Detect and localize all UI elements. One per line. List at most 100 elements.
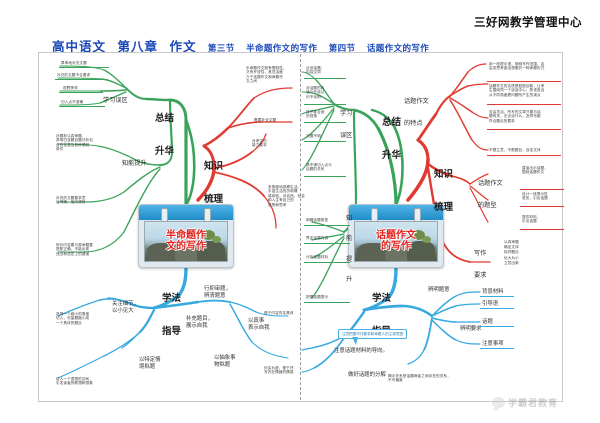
left-leaf-rule [59,67,109,68]
watermark: 学霸君教育 [491,396,558,409]
right-leaf-tisheng-2: 分析话题材料 [306,255,329,259]
right-branch-zongjie[interactable]: 总结 升华 [382,116,402,161]
right-leaf-tixing-2: 提供材料， 引出话题 [522,215,541,224]
right-leaf-rule [304,302,350,303]
right-leaf-tixing-0: 直接出示话题， 围绕话题作文 [522,166,548,175]
right-leaf-rule [480,326,514,327]
card-photo [144,221,228,262]
right-leaf-rule [304,243,350,244]
right-leaf-yaoqiu-1: 注意话题材料的导向。 [334,348,388,354]
right-leaf-wuqu-2: 找不准合适 的视角 [306,110,325,119]
right-leaf-rule [487,129,561,130]
right-leaf-rule [520,229,564,230]
left-leaf-xuefa-3: 化实为虚，便于抒 写内在情绪的情感 [264,366,294,375]
right-sub-zhinengtisheng[interactable]: 知 能 提 升 [346,214,353,283]
left-leaf-xuefa-2: 便于内容充实具体 [264,311,294,315]
right-leaf-wuqu-3: 文题不明 [306,134,321,138]
left-leaf-xuefa-mid-5: 以抽象事 物拟题 [214,355,236,368]
right-leaf-yaoqiu-2: 做好话题的分解 [348,372,386,378]
right-leaf-tedian-0: 用一段提示语，指明写作范围、启 启发思考激活想象的一种命题形式 [489,62,545,71]
right-branch-zhishi[interactable]: 知识 梳理 [434,168,454,213]
left-leaf-xuefa-mid-1: 补充题目， 展示自我 [186,316,213,329]
right-leaf-rule [304,122,346,123]
left-leaf-rule [59,92,103,93]
right-leaf-tiyi-1: 引导语 [482,301,499,307]
right-leaf-wuqu-1: 对话题的内 涵与外延认 识不深刻 [306,86,325,99]
org-title: 三好网教学管理中心 [474,17,582,29]
breadcrumb-subject: 高中语文 [52,40,107,54]
right-leaf-rule [520,189,564,190]
right-leaf-tedian-3: 不限立意，不限题目，自定文体 [489,148,541,152]
breadcrumb-section4-no: 第四节 [328,43,356,53]
right-leaf-rule [480,308,514,309]
left-leaf-rule [55,79,108,80]
card-header-bar [349,205,443,220]
right-leaf-yaoqiu-0: 揭示关系型话题两者之间存在的关系， 不可偏废 [388,374,451,383]
left-leaf-xuefa-mid-0: 关注细节， 以小见大 [112,301,139,314]
right-leaf-rule [487,81,561,82]
left-sub-zhinengtisheng[interactable]: 知能提升 [122,160,147,167]
left-leaf-zhishi-0: 半命题作文既有限制性， 又有开放性，其灵活度 介于话题作文和命题作 文之间 [246,66,287,84]
left-leaf-zhishi-1: 需要补全文题 [254,118,277,122]
breadcrumb: 高中语文 第八章 作文 第三节 半命题作文的写作 第四节 话题作文的写作 [52,36,429,56]
right-leaf-wuqu-0: 泛谈话题， 内容空洞 [306,66,325,75]
breadcrumb-section3-name: 半命题作文的写作 [246,43,318,53]
right-sub-bianmingtiyi[interactable]: 辨明题意 [428,287,450,293]
right-leaf-rule [304,225,350,226]
right-leaf-xiezuo-0: 认真审题 确定文体 拟好题目 化大为小 立意出新 [504,240,519,265]
right-sub-xiezuoyaoqiu[interactable]: 写作 要求 [474,250,487,279]
left-leaf-wuqu-3: 切入点不准确 [61,100,84,104]
right-leaf-tisheng-0: 明确话题类型 [306,218,329,222]
watermark-text: 学霸君教育 [507,398,558,408]
speech-bubble-icon [491,397,505,408]
right-sub-xuexiwuqu[interactable]: 学习 误区 [340,110,353,139]
right-leaf-tiyi-0: 背景材料 [482,289,504,295]
callout-box: 注意把握写作要求和命题人的主观意图 [338,329,408,339]
left-leaf-rule [59,106,105,107]
right-sub-bianmingyaoqiu[interactable]: 辨明要求 [460,326,482,332]
callout-tail [352,337,358,345]
left-leaf-tisheng-2: 所补内容要与原命题要 搭配正确，不能出现 违法和语意上的错误 [56,243,93,256]
breadcrumb-section4-name: 话题作文的写作 [366,43,430,53]
left-leaf-xuefa-mid-3: 以真事 表示自我 [248,318,270,331]
left-leaf-xuefa-mid-2: 行抑审题， 辨清题意 [204,286,231,299]
right-leaf-rule [304,78,346,79]
right-leaf-tixing-1: 设计一段提示性 语言，引出话题 [522,192,548,201]
right-leaf-tedian-1: 话题作文的实质是鼓励创新，让考 生围绕同一个谈话中心，陈述各自 从不同角度看问题… [489,84,545,97]
left-branch-zhishi[interactable]: 知识 梳理 [204,160,224,205]
left-leaf-wuqu-0: 草率地补充文题 [61,61,87,65]
right-leaf-rule [304,176,346,177]
right-leaf-rule [487,155,561,156]
left-branch-zongjie[interactable]: 总结 升华 [155,112,175,157]
right-sub-tedian[interactable]: 话题作文 的特点 [404,98,429,127]
right-center-node[interactable]: 话题作文 的写作 [348,204,444,268]
left-leaf-wuqu-1: 补充的文题不合要求 [57,73,91,77]
left-leaf-zhishi-2: 对考生的 能力要求 [252,139,267,148]
right-leaf-rule [480,348,514,349]
breadcrumb-chapter: 第八章 [117,40,158,54]
left-leaf-xuefa-0: 选择一个细小的角度 切入，尽量题缩小成 一个具体的题目 [56,312,90,325]
map-divider [300,54,301,400]
left-center-title: 半命题作 文的写作 [166,230,206,253]
left-center-node[interactable]: 半命题作 文的写作 [138,204,234,268]
card-photo [354,221,438,262]
left-leaf-xuefa-1: 给人一个遐想的空间， 引发读者的联想和想象 [56,377,93,386]
left-leaf-xuefa-mid-4: 以特定情 境拟题 [139,357,161,370]
right-branch-xuefa[interactable]: 学法 指导 [372,292,392,337]
right-sub-tixing[interactable]: 话题作文 的题型 [478,180,503,209]
right-leaf-rule [487,104,561,105]
right-leaf-tiyi-3: 注意事项 [482,341,504,347]
left-leaf-zhishi-3: 多角度地观察生活， 丰富生活的历和情 感体验，对自然、社会 和人生有自己的 感受… [268,185,305,207]
right-center-title: 话题作文 的写作 [376,230,416,253]
left-branch-xuefa[interactable]: 学法 指导 [162,292,182,337]
right-leaf-tisheng-1: 界定话题内容 [306,236,329,240]
right-leaf-wuqu-4: 搞不清切入点与 话题的关系 [306,163,332,172]
right-leaf-rule [480,296,514,297]
right-leaf-rule [520,206,564,207]
left-leaf-tisheng-0: 补题前认真审题， 弄明白该题目题分析包 含的信息及各种限制 条件 [56,134,93,152]
left-leaf-tisheng-1: 补充的文题要求意 旨明确、指向清晰 [56,196,86,205]
right-leaf-tisheng-3: 把握话题提示 [306,295,329,299]
right-leaf-rule [304,141,346,142]
left-sub-xuexiwuqu[interactable]: 学习误区 [103,97,128,104]
